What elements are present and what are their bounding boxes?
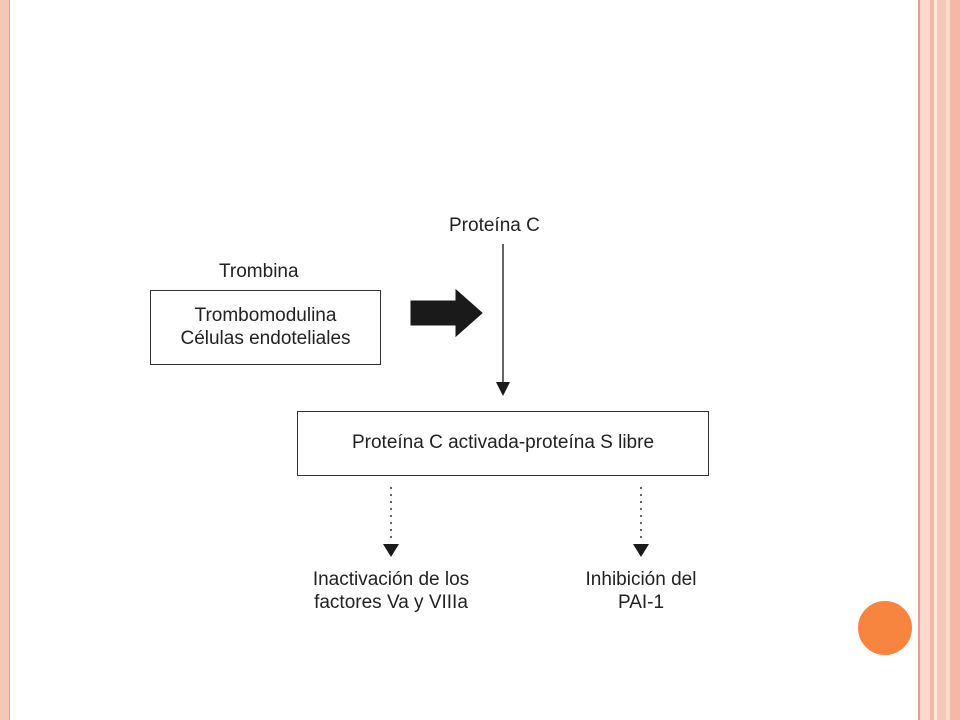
right-border-stripe	[920, 0, 930, 720]
trombomodulina-line: Trombomodulina	[194, 304, 337, 326]
activated-protein-label: Proteína C activada-proteína S libre	[351, 432, 655, 454]
right-border-stripe	[950, 0, 960, 720]
inactivacion-arrowhead	[383, 544, 399, 557]
left-border-strip	[0, 0, 10, 720]
trombina-label: Trombina	[219, 261, 299, 282]
proteina-c-arrowhead	[496, 382, 510, 396]
inhibicion-line-1: Inhibición del	[585, 569, 697, 590]
activated-protein-box: Proteína C activada-proteína S libre	[297, 411, 709, 476]
right-border-stripe	[937, 0, 946, 720]
proteina-c-label: Proteína C	[449, 215, 540, 236]
right-border-stripe	[918, 0, 920, 720]
inhibicion-arrowhead	[633, 544, 649, 557]
inhibicion-line-2: PAI-1	[617, 591, 665, 613]
decorative-circle	[856, 599, 914, 657]
inactivacion-line-1: Inactivación de los	[312, 569, 470, 590]
trombomodulina-box: Trombomodulina Células endoteliales	[150, 290, 381, 365]
right-border-stripe	[946, 0, 950, 720]
celulas-endoteliales-line: Células endoteliales	[180, 327, 351, 349]
block-arrow	[410, 288, 483, 338]
inhibicion-label: Inhibición del PAI-1	[566, 569, 716, 615]
right-border-stripe	[930, 0, 934, 720]
right-border-stripe	[934, 0, 937, 720]
inactivacion-label: Inactivación de los factores Va y VIIIa	[286, 569, 496, 615]
inactivacion-line-2: factores Va y VIIIa	[314, 591, 468, 613]
